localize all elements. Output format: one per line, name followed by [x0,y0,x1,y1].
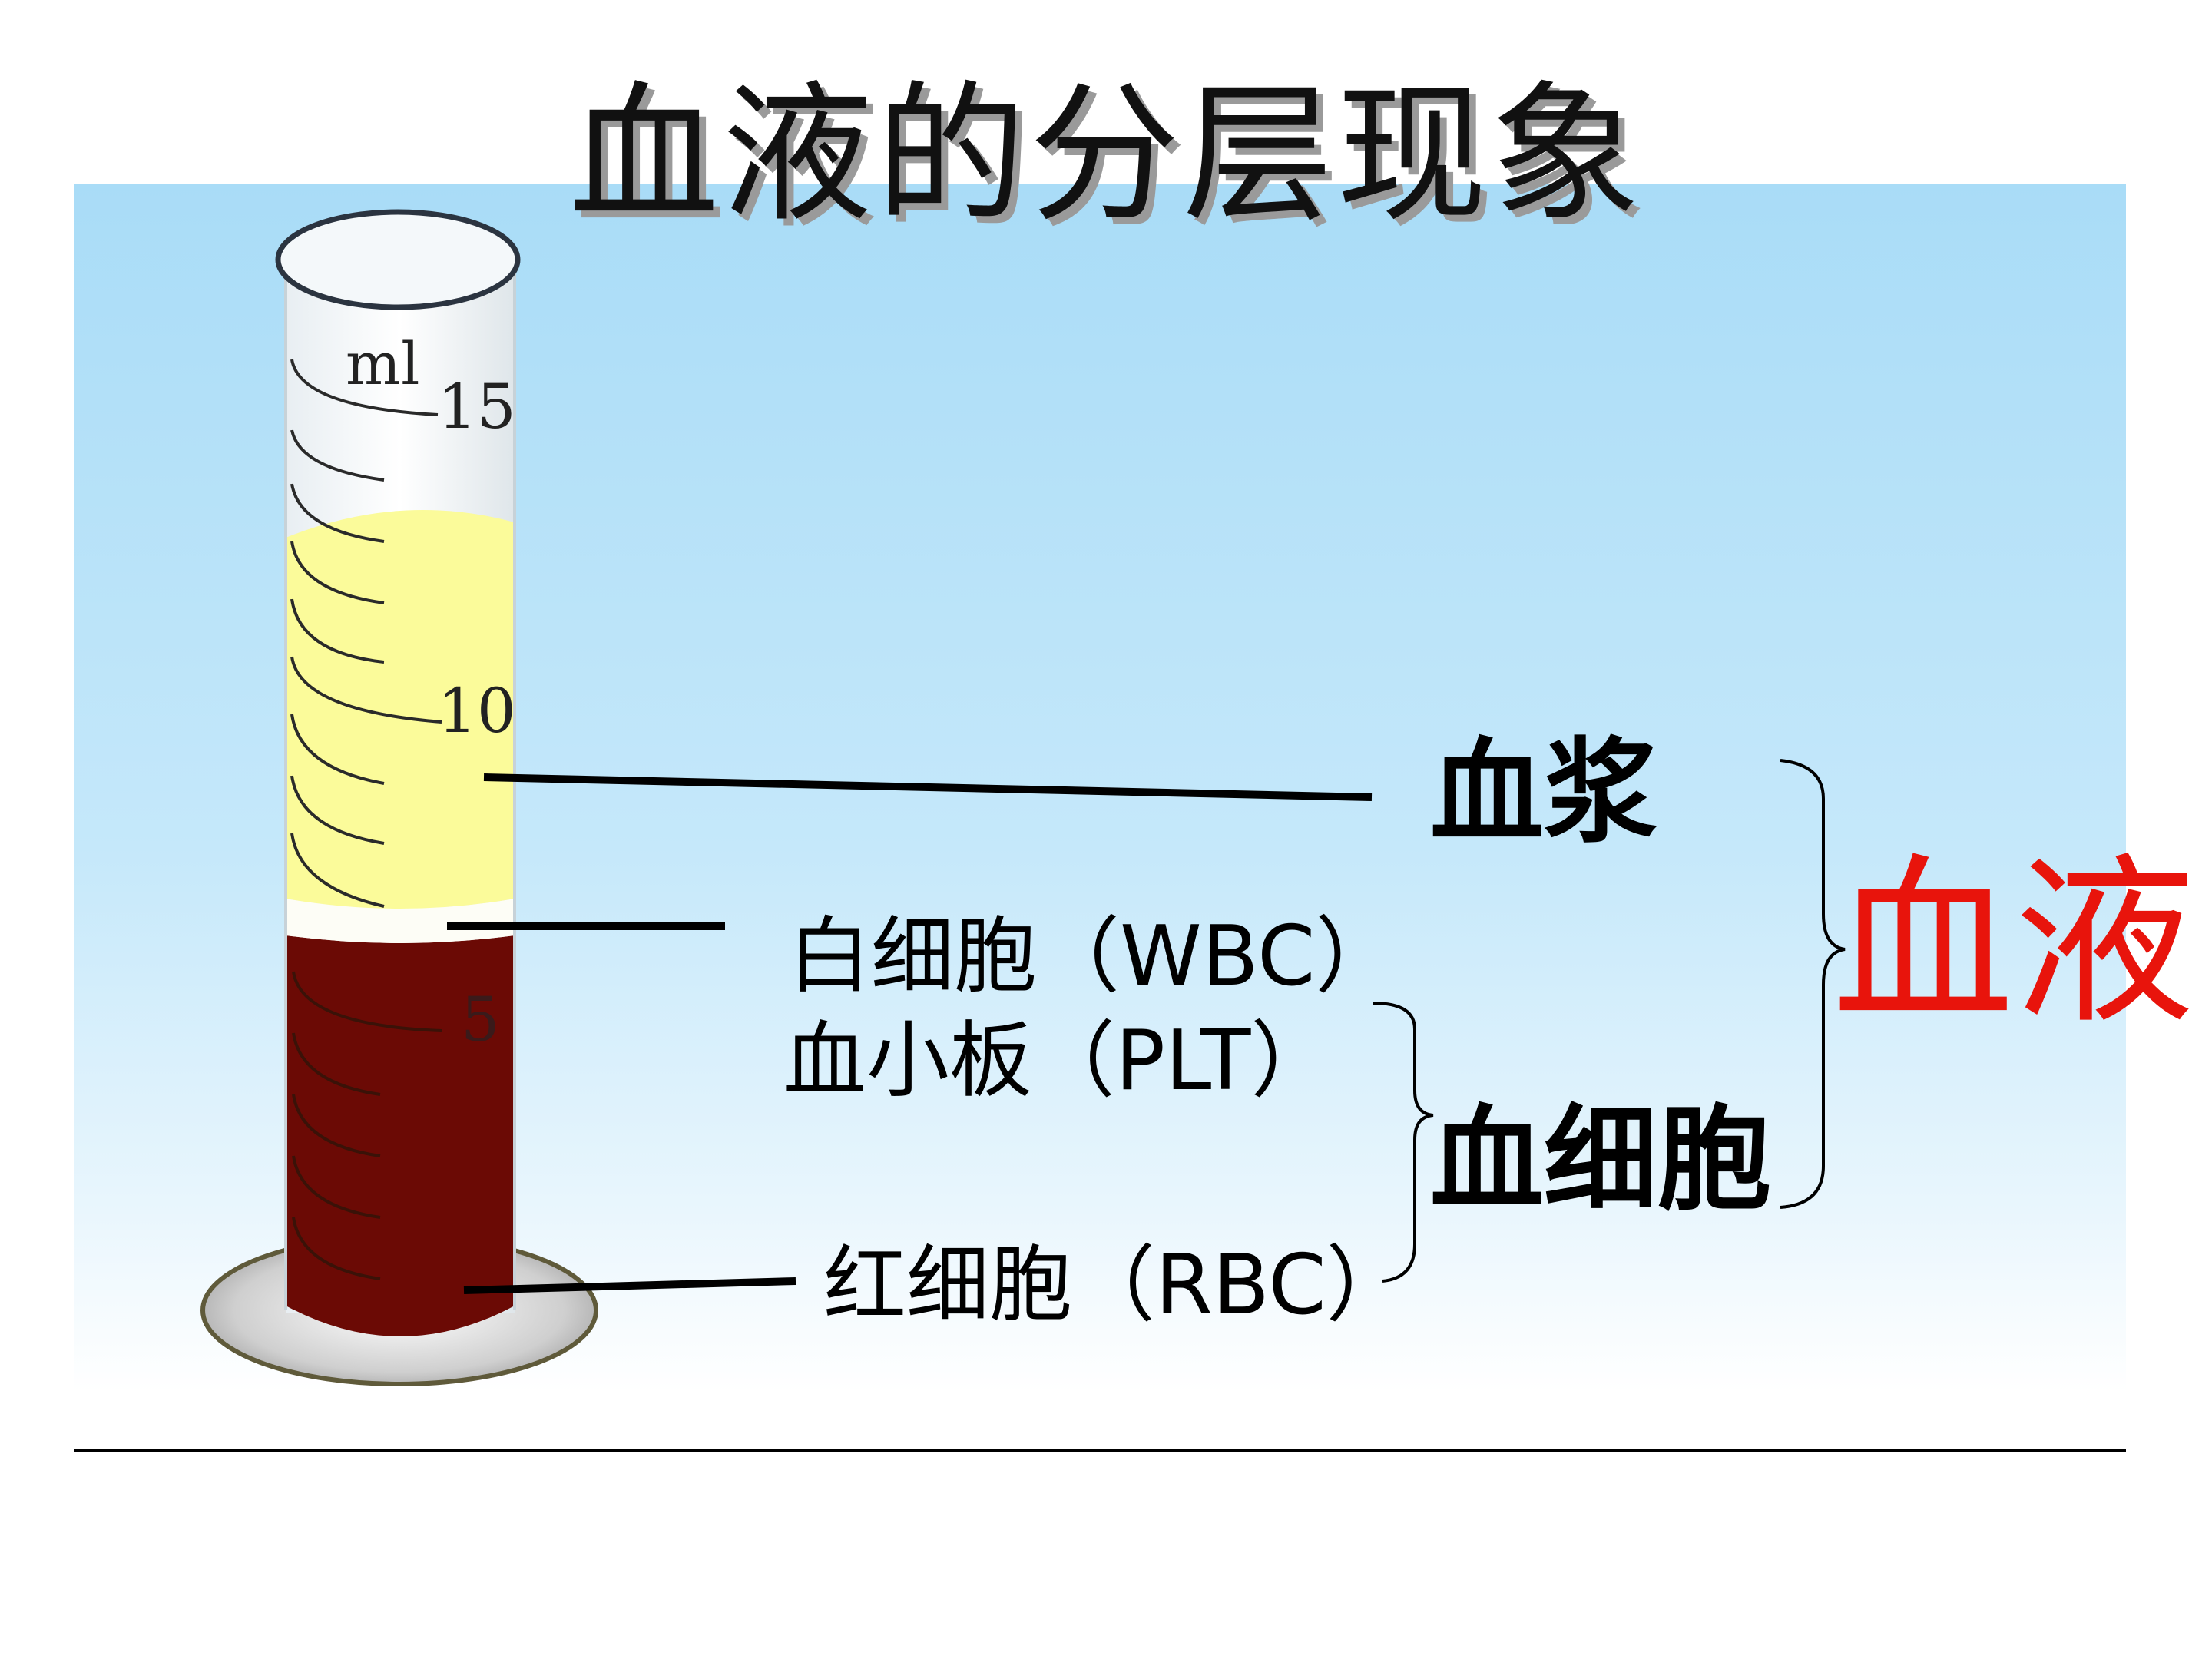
rbc-layer [286,935,515,1336]
scale-label-15: 15 [438,371,516,442]
plasma-layer [286,510,515,909]
plasma-label: 血浆 [1430,727,1657,859]
wbc-label: 白细胞（WBC） [788,909,1399,1005]
cylinder-rim [275,209,521,310]
plasma-pointer-line [483,773,1373,801]
blood-label: 血液 [1833,837,2196,1048]
rbc-pointer-line [463,1277,796,1294]
plt-label: 血小板（PLT） [783,1013,1334,1109]
graduation-marks-lower [292,971,442,1280]
blood-brace [1780,759,1846,1209]
scale-label-5: 5 [461,984,500,1055]
page-title: 血液的分层现象 [568,68,1644,243]
rbc-label: 红细胞（RBC） [823,1237,1409,1333]
scale-unit-label: ml [346,329,420,398]
blood-cells-brace [1373,1002,1434,1283]
bottom-rule [74,1449,2126,1452]
graduation-marks [290,359,442,908]
wbc-plt-layer [286,899,515,943]
blood-cells-label: 血细胞 [1430,1094,1771,1226]
scale-label-10: 10 [438,675,516,747]
